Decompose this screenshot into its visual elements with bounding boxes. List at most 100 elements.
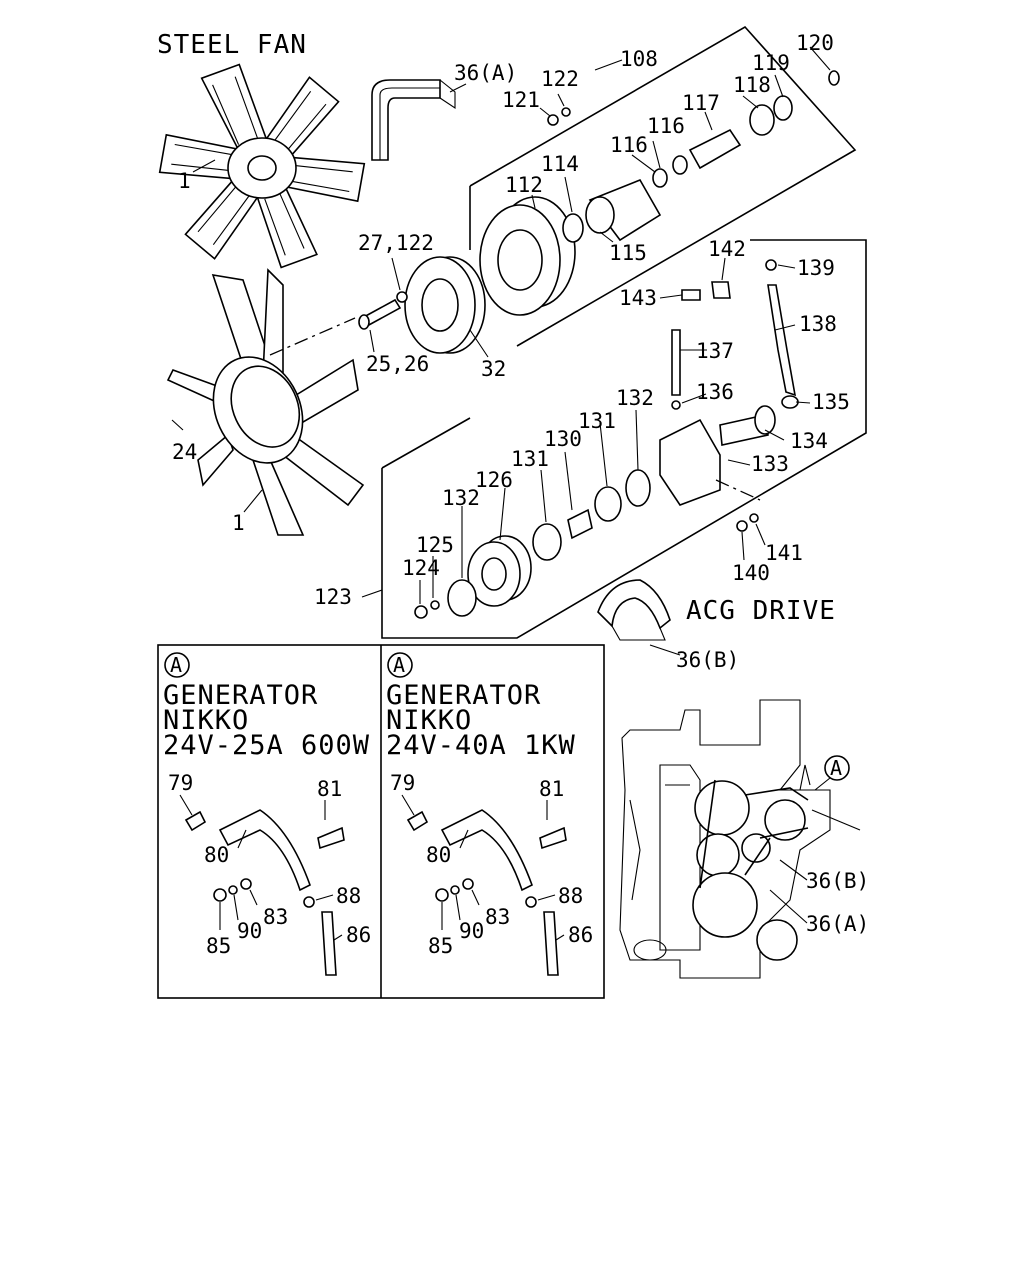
bracket-115-drawing	[585, 178, 662, 242]
nut-140-drawing	[736, 520, 748, 532]
washer-122-drawing	[561, 107, 571, 117]
callout-118: 118	[733, 73, 771, 97]
callout-133: 133	[751, 452, 789, 476]
callout-25-26: 25,26	[366, 352, 429, 376]
callout-112: 112	[505, 173, 543, 197]
bolt-143-drawing	[681, 289, 701, 301]
cap-119-drawing	[773, 95, 793, 121]
callout-137: 137	[696, 339, 734, 363]
inset-right-callout-85: 85	[428, 934, 453, 958]
callout-115: 115	[609, 241, 647, 265]
callout-122: 122	[541, 67, 579, 91]
callout-116a: 116	[647, 114, 685, 138]
callout-132b: 132	[442, 486, 480, 510]
engine-callout-36b: 36(B)	[806, 869, 869, 893]
shaft-117-drawing	[688, 128, 742, 170]
inset-right: A GENERATOR NIKKO 24V-40A 1KW 79 81 80 8…	[386, 652, 593, 976]
nut-121-drawing	[547, 114, 559, 126]
washer-136-drawing	[671, 400, 681, 410]
inset-right-callout-79: 79	[390, 771, 415, 795]
inset-left-callout-88: 88	[336, 884, 361, 908]
bearing-131b-drawing	[532, 523, 562, 561]
bolt-25-drawing	[358, 291, 408, 330]
inset-right-callout-83: 83	[485, 905, 510, 929]
washer-116a-drawing	[652, 168, 668, 188]
nut-124-drawing	[414, 605, 428, 619]
engine-pulley-alt	[764, 799, 806, 841]
callout-108: 108	[620, 47, 658, 71]
pulley-126-drawing	[467, 535, 532, 607]
callout-135: 135	[812, 390, 850, 414]
inset-right-callout-86: 86	[568, 923, 593, 947]
callout-24: 24	[172, 440, 197, 464]
large-fan-drawing	[166, 268, 365, 536]
callout-121: 121	[502, 88, 540, 112]
callout-126: 126	[475, 468, 513, 492]
inset-left-line3: 24V-25A 600W	[163, 730, 370, 761]
seal-132a-drawing	[625, 469, 651, 507]
inset-left-callout-80: 80	[204, 843, 229, 867]
callout-132a: 132	[616, 386, 654, 410]
leader-lines	[171, 46, 831, 656]
callout-142: 142	[708, 237, 746, 261]
inset-left-line2: NIKKO	[163, 705, 249, 736]
inset-left-line1: GENERATOR	[163, 680, 318, 711]
part-120-drawing	[828, 70, 840, 86]
callout-124: 124	[402, 556, 440, 580]
callout-27-122: 27,122	[358, 231, 434, 255]
steel-fan-drawing	[158, 63, 366, 269]
inset-right-callout-90: 90	[459, 919, 484, 943]
inset-right-line1: GENERATOR	[386, 680, 541, 711]
inset-left-circle-label: A	[170, 653, 182, 677]
engine-pulley-idler	[741, 833, 771, 863]
acg-drive-title: ACG DRIVE	[686, 596, 836, 626]
callout-labels: 1 1 36(A) 108 120 119 118 117 122 121 11…	[172, 31, 850, 672]
engine-callout-36a: 36(A)	[806, 912, 869, 936]
washer-141-drawing	[749, 513, 759, 523]
inset-right-callout-88: 88	[558, 884, 583, 908]
callout-143: 143	[619, 286, 657, 310]
callout-114: 114	[541, 152, 579, 176]
hub-32-drawing	[404, 256, 486, 354]
bearing-114-drawing	[562, 213, 584, 243]
inset-right-line3: 24V-40A 1KW	[386, 730, 576, 761]
seal-132b-drawing	[447, 579, 477, 617]
hose-138-drawing	[765, 259, 799, 409]
callout-36b: 36(B)	[676, 648, 739, 672]
inset-right-line2: NIKKO	[386, 705, 472, 736]
inset-left-callout-79: 79	[168, 771, 193, 795]
callout-1-top: 1	[178, 169, 191, 193]
callout-138: 138	[799, 312, 837, 336]
inset-left-callout-81: 81	[317, 777, 342, 801]
callout-116b: 116	[610, 133, 648, 157]
inset-left-callout-86: 86	[346, 923, 371, 947]
callout-1-bottom: 1	[232, 511, 245, 535]
clip-142-drawing	[711, 281, 731, 299]
belt-36b-drawing	[597, 579, 671, 641]
callout-36a: 36(A)	[454, 61, 517, 85]
callout-139: 139	[797, 256, 835, 280]
belt-36a-drawing	[371, 79, 456, 161]
engine-pulley-crank	[692, 872, 758, 938]
callout-140: 140	[732, 561, 770, 585]
callout-136: 136	[696, 380, 734, 404]
callout-125: 125	[416, 533, 454, 557]
steel-fan-title: STEEL FAN	[157, 30, 307, 60]
engine-circle-label: A	[830, 756, 842, 780]
inset-left-callout-85: 85	[206, 934, 231, 958]
inset-left: A GENERATOR NIKKO 24V-25A 600W 79 81 80 …	[163, 652, 371, 976]
inset-left-callout-83: 83	[263, 905, 288, 929]
callout-130: 130	[544, 427, 582, 451]
callout-119: 119	[752, 51, 790, 75]
inset-right-circle-label: A	[393, 653, 405, 677]
group-box-108	[469, 25, 857, 347]
pulley-112-drawing	[479, 196, 576, 316]
spacer-130-drawing	[567, 508, 593, 540]
washer-125-drawing	[430, 600, 440, 610]
engine-pulley-top	[694, 780, 750, 836]
engine-view: A 36(B) 36(A)	[619, 699, 869, 979]
seal-118-drawing	[749, 104, 775, 136]
callout-120: 120	[796, 31, 834, 55]
inset-right-callout-81: 81	[539, 777, 564, 801]
